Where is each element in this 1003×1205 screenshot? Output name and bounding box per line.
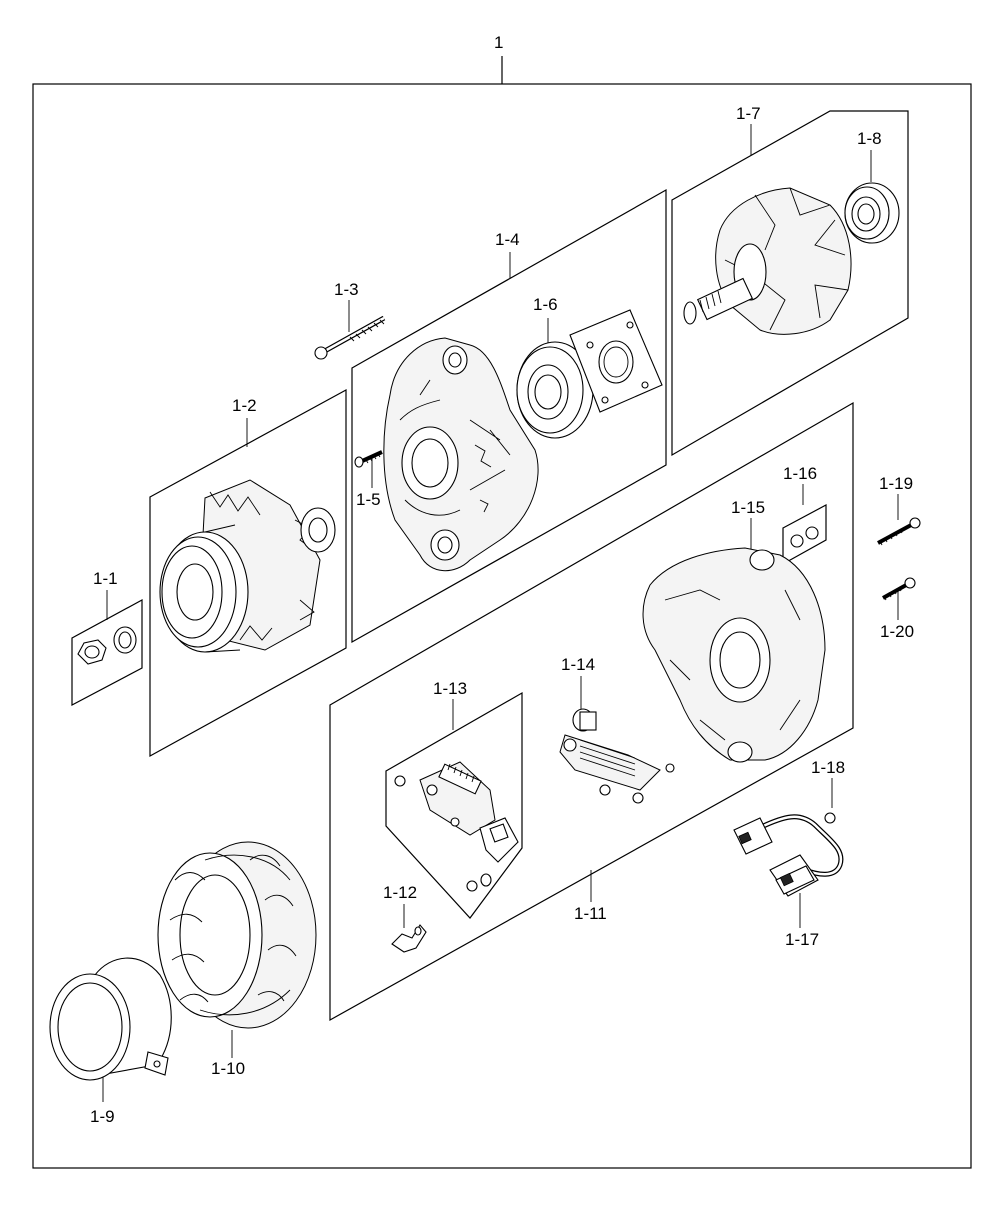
label-1-19: 1-19 [879,474,913,493]
part-1-14-rectifier [559,708,675,804]
label-1-9: 1-9 [90,1107,115,1126]
part-1-15-rear-frame [642,547,826,763]
part-1-5-screw [354,450,383,468]
label-1-18: 1-18 [811,758,845,777]
label-1-3: 1-3 [334,280,359,299]
label-1-13: 1-13 [433,679,467,698]
part-1-19-bolt [877,517,921,546]
label-1-15: 1-15 [731,498,765,517]
part-1-13-regulator [394,761,519,892]
frame-1-11 [329,401,854,1022]
frame-1-16 [782,503,827,566]
label-1: 1 [494,33,503,52]
part-1-10-stator [157,841,317,1029]
label-1-11: 1-11 [574,904,607,923]
frame-1-7 [671,110,909,457]
part-1-9-rear-cover [49,957,172,1081]
part-1-2-pulley-fan [159,479,336,653]
part-1-17-harness [733,812,844,897]
frame-1-13 [385,691,523,919]
label-1-7: 1-7 [736,104,761,123]
part-1-16-washers [790,526,819,548]
label-1-2: 1-2 [232,396,257,415]
part-1-3-through-bolt [314,315,386,360]
label-1-6: 1-6 [533,295,558,314]
label-1-20: 1-20 [880,622,914,641]
frame-1-2 [149,388,347,758]
part-1-1-nut-washer [77,626,137,665]
label-1-12: 1-12 [383,883,417,902]
label-1-4: 1-4 [495,230,520,249]
label-1-1: 1-1 [93,569,118,588]
label-1-16: 1-16 [783,464,817,483]
part-1-6-bearing-plate [516,309,663,439]
label-1-14: 1-14 [561,655,595,674]
label-1-17: 1-17 [785,930,819,949]
part-1-8-rear-bearing [844,182,900,244]
label-1-10: 1-10 [211,1059,245,1078]
label-1-8: 1-8 [857,129,882,148]
frame-1-1 [71,598,143,706]
frame-1-4 [351,188,667,644]
label-1-5: 1-5 [356,490,381,509]
part-1-7-rotor [683,187,852,335]
part-1-4-drive-end-frame [383,337,539,572]
part-1-20-bolt [882,577,916,601]
part-1-12-clip [391,924,427,953]
